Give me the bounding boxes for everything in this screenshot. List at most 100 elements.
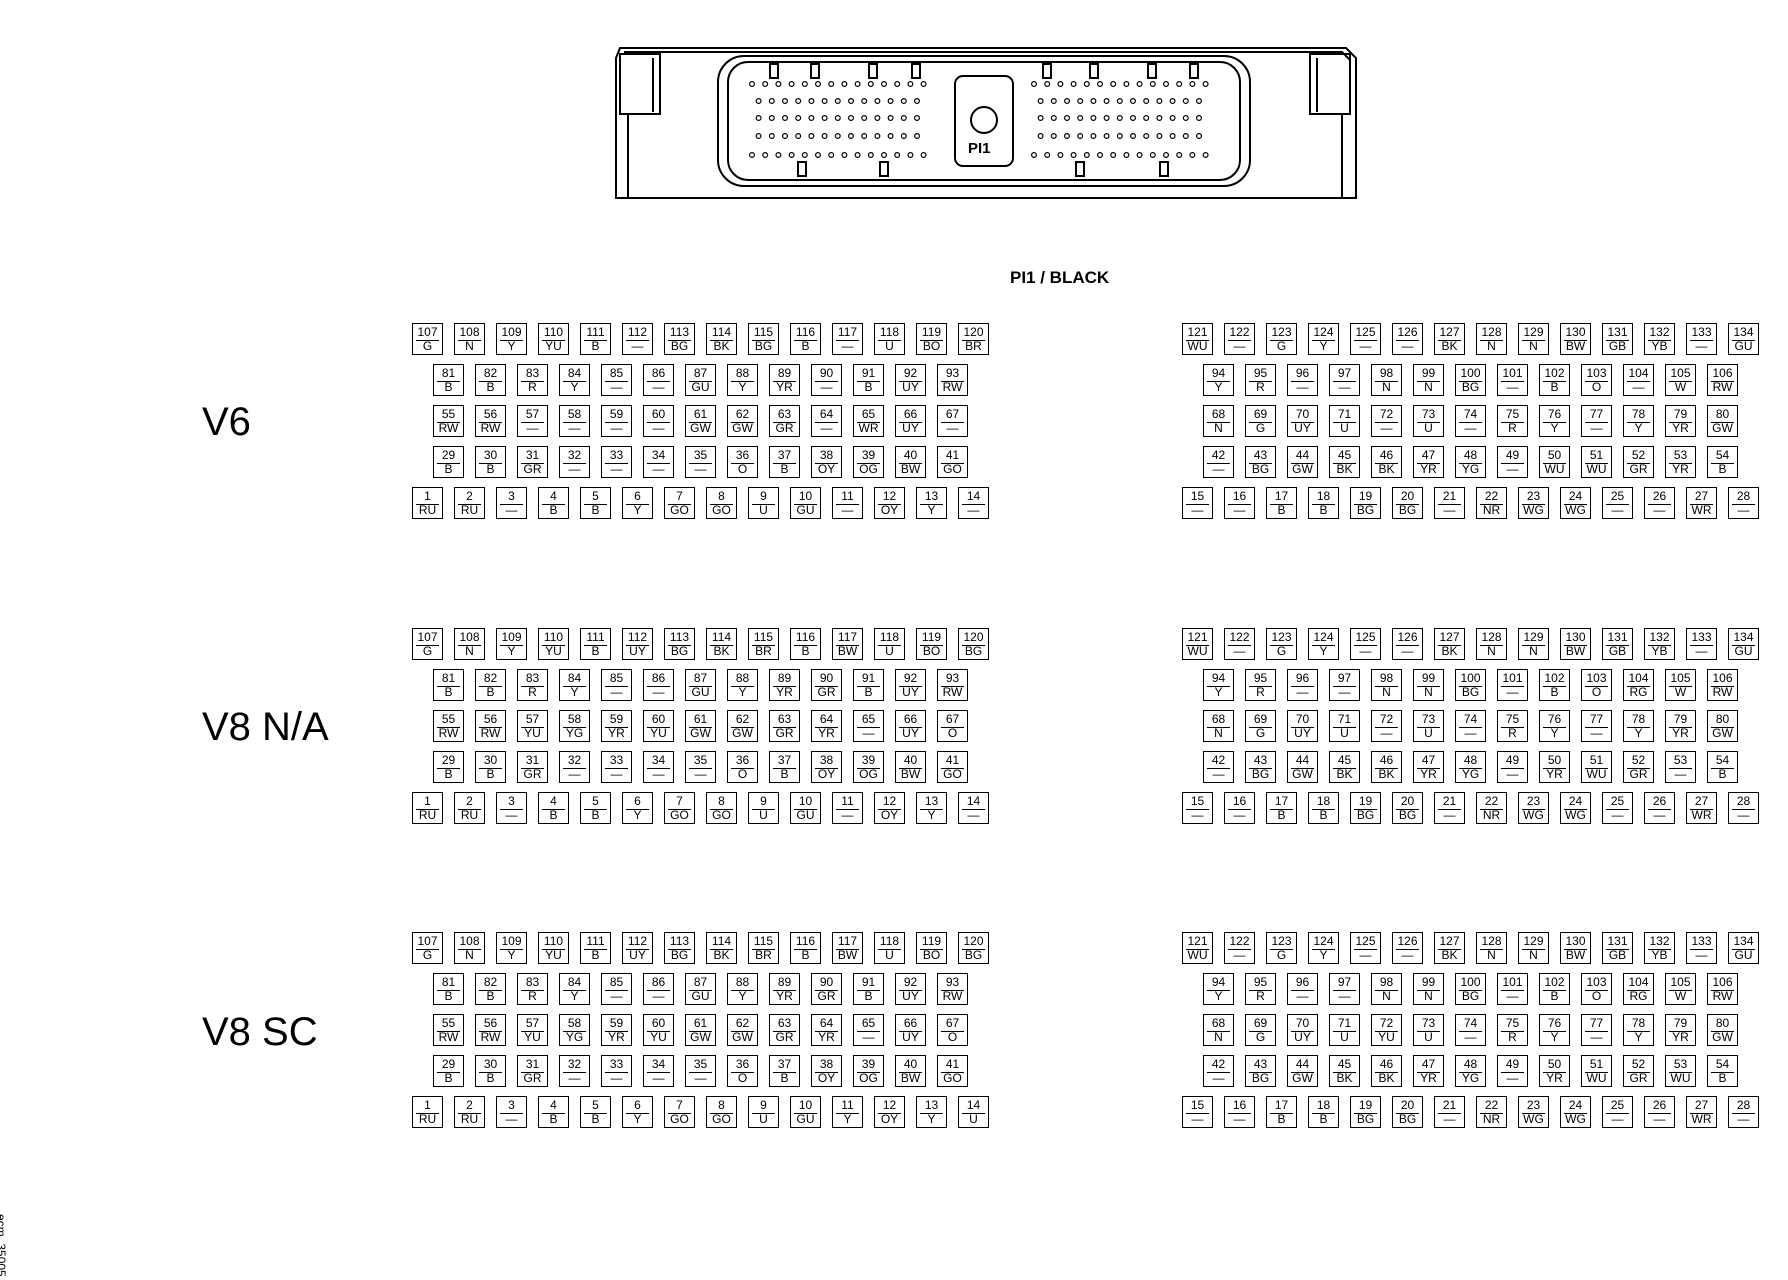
wire-color: O	[1591, 380, 1602, 394]
pin-number: 9	[760, 794, 767, 808]
wire-color: —	[505, 1112, 518, 1126]
pin-number: 109	[501, 630, 522, 644]
wire-color: BO	[922, 948, 941, 962]
pin-cell: 26—	[1644, 1096, 1675, 1128]
wire-color: Y	[507, 339, 516, 353]
wire-color: B	[591, 948, 600, 962]
wire-color: U	[1340, 726, 1349, 740]
pin-number: 21	[1442, 1098, 1457, 1112]
pin-number: 109	[501, 325, 522, 339]
connector-pin-dot	[861, 97, 868, 104]
pin-number: 26	[1652, 794, 1667, 808]
wire-color: —	[1590, 726, 1603, 740]
pin-number: 76	[1547, 712, 1562, 726]
pin-number: 44	[1295, 448, 1310, 462]
wire-color: GW	[1712, 726, 1733, 740]
wire-color: YU	[545, 644, 562, 658]
wire-color: OY	[880, 1112, 899, 1126]
pin-number: 110	[543, 325, 564, 339]
pin-number: 21	[1442, 489, 1457, 503]
pin-number: 28	[1736, 489, 1751, 503]
pin-cell: 85—	[601, 364, 632, 396]
wire-color: N	[1214, 421, 1223, 435]
connector-pin-dot	[795, 133, 802, 140]
connector-pin-dot	[1096, 152, 1103, 159]
pin-number: 65	[861, 1016, 876, 1030]
pin-cell: 85—	[601, 973, 632, 1005]
pin-number: 102	[1544, 366, 1565, 380]
pin-cell: 34—	[643, 1055, 674, 1087]
wire-color: WR	[1691, 808, 1712, 822]
wire-color: BG	[964, 948, 983, 962]
wire-color: N	[1529, 644, 1538, 658]
wire-color: —	[1590, 1030, 1603, 1044]
pin-number: 72	[1379, 1016, 1394, 1030]
pin-number: 100	[1460, 671, 1481, 685]
wire-color: —	[1380, 726, 1393, 740]
wire-color: U	[969, 1112, 978, 1126]
pin-number: 32	[567, 448, 582, 462]
wire-color: RW	[1712, 380, 1733, 394]
pin-cell: 11—	[832, 792, 863, 824]
wire-color: GB	[1608, 644, 1627, 658]
pin-cell: 86—	[643, 364, 674, 396]
wire-color: GU	[1734, 339, 1753, 353]
pin-number: 2	[466, 489, 473, 503]
pin-number: 41	[945, 448, 960, 462]
wire-color: BG	[1398, 808, 1417, 822]
wire-color: YR	[608, 726, 625, 740]
pin-number: 126	[1397, 934, 1418, 948]
connector-pin-dot	[1057, 80, 1064, 87]
pin-number: 85	[609, 671, 624, 685]
pin-number: 133	[1691, 934, 1712, 948]
pin-number: 27	[1694, 1098, 1709, 1112]
wire-color: B	[444, 462, 453, 476]
pin-number: 111	[586, 325, 605, 339]
wire-color: GO	[943, 1071, 962, 1085]
wire-color: YR	[1420, 1071, 1437, 1085]
wire-color: BK	[1441, 339, 1458, 353]
pin-number: 125	[1355, 630, 1376, 644]
connector-pin-dot	[762, 152, 769, 159]
pin-number: 22	[1484, 794, 1499, 808]
wire-color: YR	[776, 685, 793, 699]
wire-color: YR	[776, 380, 793, 394]
pin-number: 118	[879, 325, 900, 339]
pin-number: 29	[441, 1057, 456, 1071]
pin-cell: 65—	[853, 710, 884, 742]
wire-color: —	[862, 1030, 875, 1044]
wire-color: BK	[1336, 1071, 1353, 1085]
pin-number: 37	[777, 448, 792, 462]
pin-cell: 34—	[643, 446, 674, 478]
connector-pin-dot	[841, 80, 848, 87]
wire-color: U	[759, 808, 768, 822]
pin-number: 106	[1712, 366, 1733, 380]
wire-color: —	[1590, 421, 1603, 435]
pin-cell: 21—	[1434, 792, 1465, 824]
pin-number: 79	[1673, 407, 1688, 421]
connector-pin-dot	[874, 133, 881, 140]
